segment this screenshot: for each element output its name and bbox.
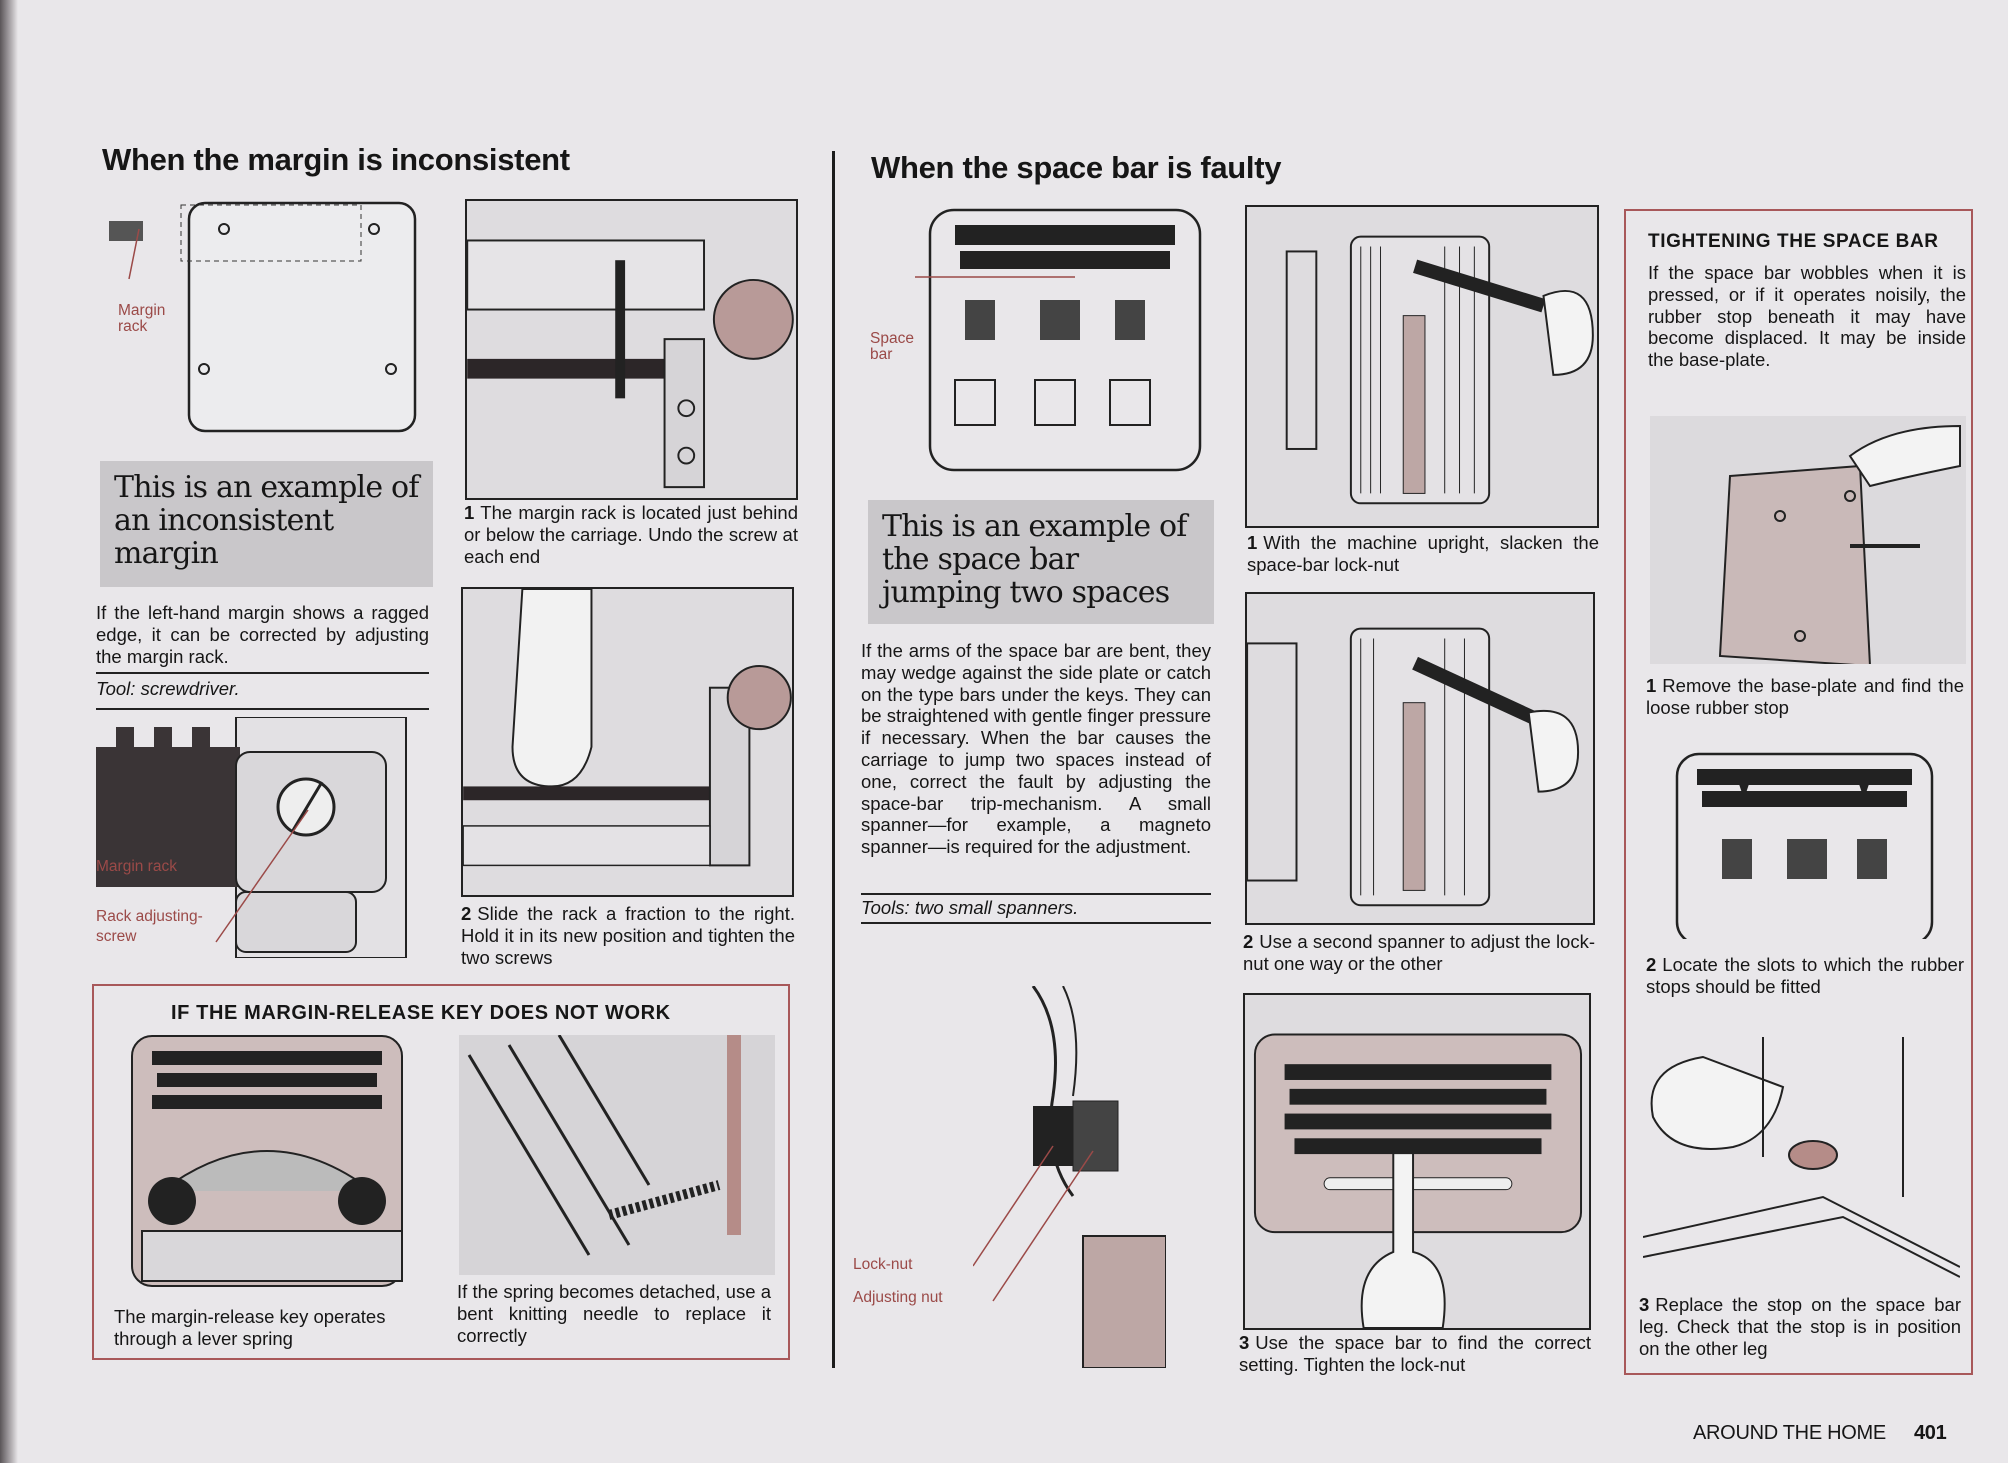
figure-step3-test-space-bar	[1243, 993, 1591, 1330]
label-rack-adjusting-screw: Rack adjusting-screw	[96, 908, 203, 945]
tools-note: Tools: two small spanners.	[861, 897, 1079, 918]
figure-step2-adjust-lock-nut	[1245, 592, 1595, 925]
figure-typewriter-underside	[865, 205, 1210, 480]
column-divider	[832, 151, 835, 1368]
step-text: The margin rack is located just behind o…	[464, 502, 798, 567]
example-box-margin: This is an example of an inconsistent ma…	[100, 461, 433, 587]
figure-step1-margin-rack	[465, 199, 798, 500]
caption-spring-detached: If the spring becomes detached, use a be…	[457, 1281, 771, 1346]
margin-release-box	[92, 984, 790, 1360]
figure-margin-rack-closeup	[96, 717, 408, 958]
step-number: 2	[1243, 931, 1254, 952]
book-spine-shadow	[0, 0, 18, 1463]
figure-base-plate-margin-rack	[109, 199, 419, 435]
figure-lever-spring	[459, 1035, 775, 1275]
divider-rule	[96, 672, 429, 674]
step-number: 2	[1646, 954, 1657, 975]
divider-rule	[861, 893, 1211, 895]
tool-note: Tool: screwdriver.	[96, 678, 240, 699]
step-text: Replace the stop on the space bar leg. C…	[1639, 1294, 1961, 1359]
divider-rule	[861, 922, 1211, 924]
margin-intro-text: If the left-hand margin shows a ragged e…	[96, 602, 429, 667]
figure-rubber-stop-slots	[1672, 749, 1937, 939]
label-adjusting-nut: Adjusting nut	[853, 1289, 943, 1306]
step-text: Locate the slots to which the rubber sto…	[1646, 954, 1964, 997]
figure-typewriter-front	[122, 1031, 416, 1300]
step-text: Use the space bar to find the correct se…	[1239, 1332, 1591, 1375]
figure-remove-base-plate	[1650, 416, 1966, 664]
label-margin-rack: Margin rack	[96, 858, 177, 875]
step-text: Use a second spanner to adjust the lock-…	[1243, 931, 1595, 974]
page-number: 401	[1913, 1422, 1947, 1444]
step-text: Slide the rack a fraction to the right. …	[461, 903, 795, 968]
divider-rule	[96, 708, 429, 710]
tightening-intro-text: If the space bar wobbles when it is pres…	[1648, 262, 1966, 371]
step-number: 1	[464, 502, 475, 523]
tightening-heading: TIGHTENING THE SPACE BAR	[1648, 231, 1939, 252]
label-lock-nut: Lock-nut	[853, 1256, 913, 1273]
caption-release-lever: The margin-release key operates through …	[114, 1306, 386, 1349]
step-text: Remove the base-plate and find the loose…	[1646, 675, 1964, 718]
step-number: 1	[1247, 532, 1258, 553]
space-bar-intro-text: If the arms of the space bar are bent, t…	[861, 640, 1211, 858]
figure-step1-slacken-lock-nut	[1245, 205, 1599, 528]
example-box-space-bar: This is an example of the space bar jump…	[868, 500, 1214, 624]
step-number: 1	[1646, 675, 1657, 696]
tightening-space-bar-box	[1624, 209, 1973, 1375]
section-title-margin: When the margin is inconsistent	[102, 142, 570, 177]
figure-replace-rubber-stop	[1643, 1037, 1960, 1283]
step-number: 2	[461, 903, 472, 924]
step-number: 3	[1639, 1294, 1650, 1315]
section-title-space-bar: When the space bar is faulty	[871, 150, 1282, 185]
label-space-bar: Space bar	[870, 330, 914, 363]
figure-lock-nut-closeup	[973, 986, 1166, 1368]
step-text: With the machine upright, slacken the sp…	[1247, 532, 1599, 575]
figure-step2-slide-rack	[461, 587, 794, 897]
label-margin-rack-top: Margin rack	[118, 302, 166, 335]
running-footer: AROUND THE HOME 401	[1693, 1422, 1947, 1445]
margin-release-heading: IF THE MARGIN-RELEASE KEY DOES NOT WORK	[171, 1002, 671, 1024]
step-number: 3	[1239, 1332, 1250, 1353]
footer-section: AROUND THE HOME	[1693, 1422, 1886, 1444]
